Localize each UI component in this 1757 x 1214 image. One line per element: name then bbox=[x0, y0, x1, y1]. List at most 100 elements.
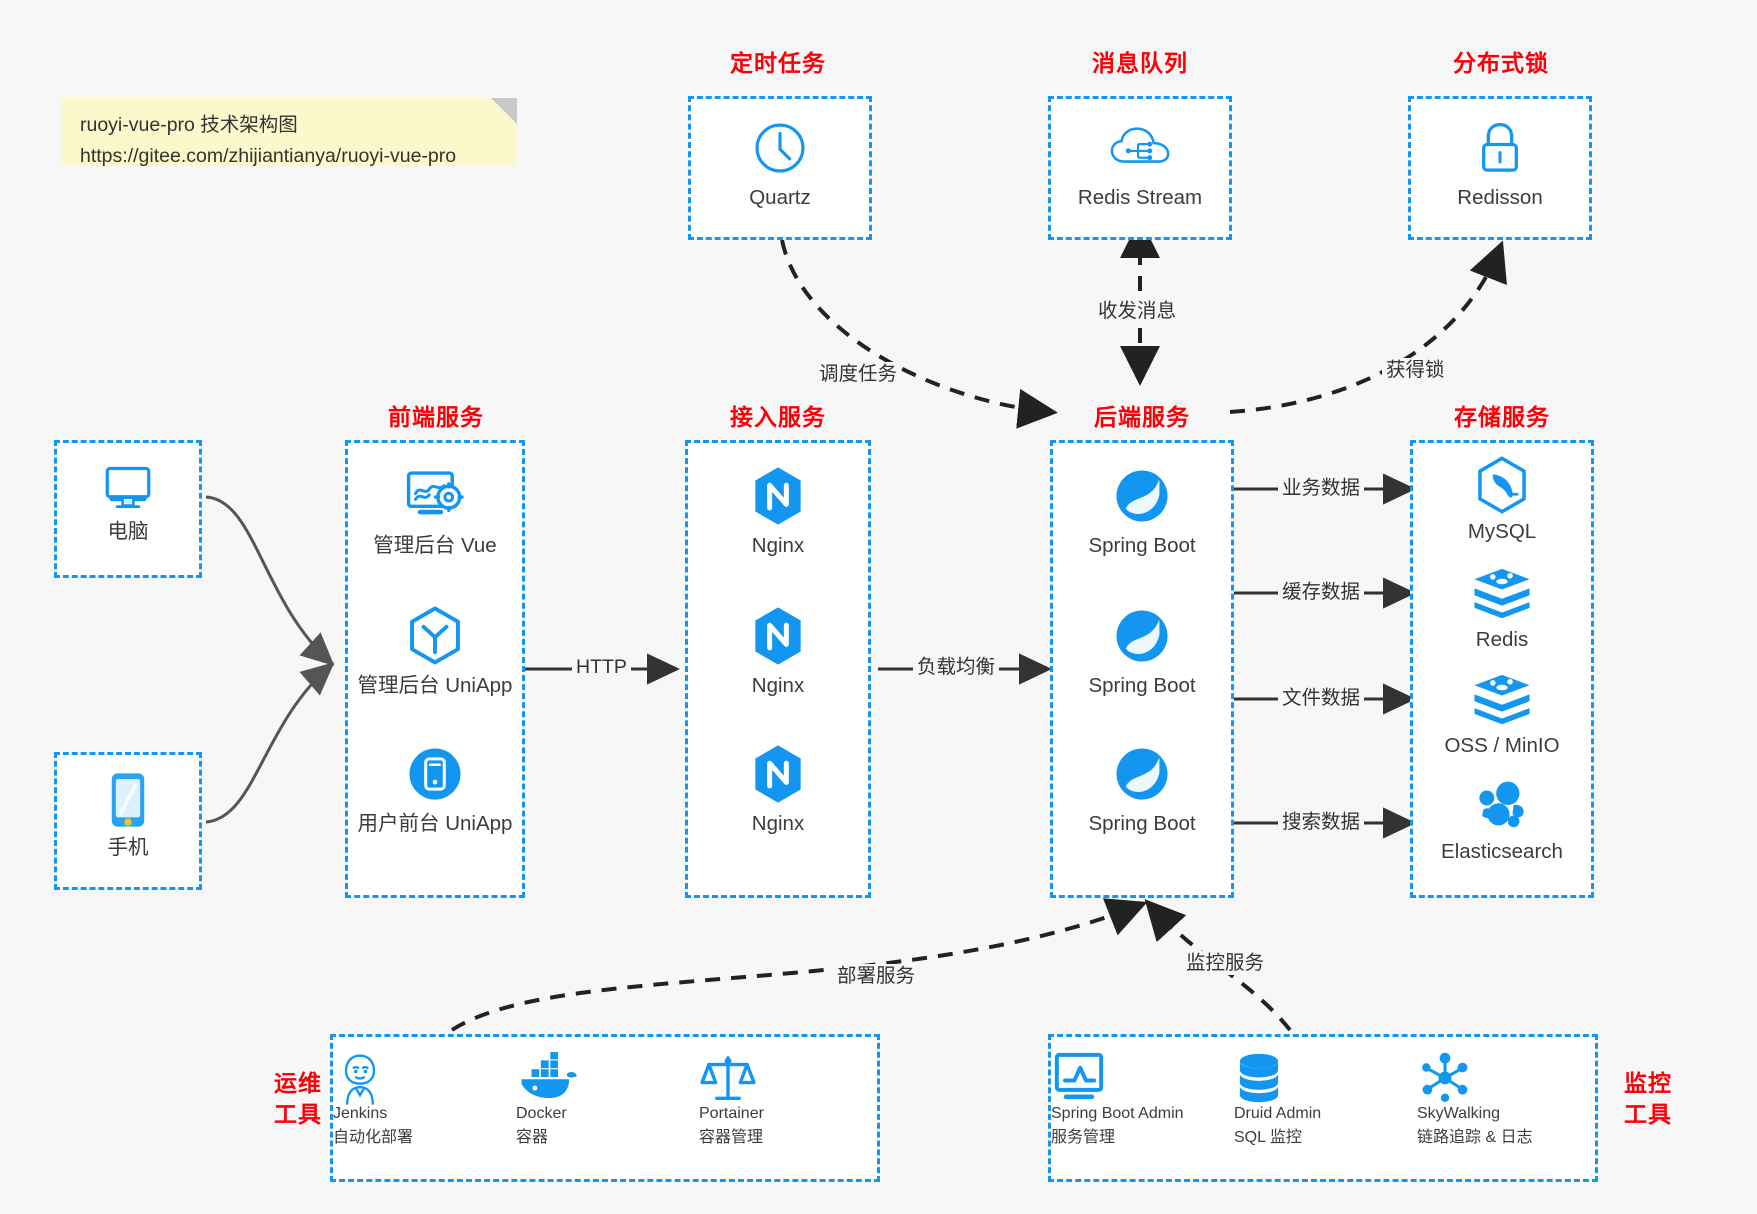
note-title: ruoyi-vue-pro 技术架构图 bbox=[80, 114, 298, 136]
nginx-icon bbox=[688, 465, 868, 527]
node-label: Jenkins bbox=[333, 1105, 388, 1122]
group-title-devops: 运维 工具 bbox=[258, 1068, 338, 1130]
devops-title-line2: 工具 bbox=[274, 1101, 322, 1127]
uniapp-hexagon-icon bbox=[348, 605, 522, 667]
node-label: Spring Boot bbox=[1088, 674, 1196, 697]
node-jenkins[interactable]: Jenkins 自动化部署 bbox=[333, 1051, 516, 1147]
monitor-tools-box[interactable]: Spring Boot Admin 服务管理 Druid Admin SQL 监… bbox=[1048, 1034, 1598, 1182]
node-label: 用户前台 UniApp bbox=[357, 812, 513, 835]
mysql-dolphin-icon bbox=[1413, 456, 1591, 514]
node-label: 管理后台 Vue bbox=[373, 534, 497, 557]
node-label: Docker bbox=[516, 1105, 567, 1122]
client-computer-box[interactable]: 电脑 bbox=[54, 440, 202, 578]
node-label: Druid Admin bbox=[1234, 1105, 1322, 1122]
edge-label-cache-data: 缓存数据 bbox=[1278, 580, 1365, 604]
node-user-uniapp[interactable]: 用户前台 UniApp bbox=[348, 743, 522, 837]
node-label: Spring Boot bbox=[1088, 812, 1196, 835]
monitor-title-line2: 工具 bbox=[1624, 1101, 1672, 1127]
edge-label-schedule-task: 调度任务 bbox=[815, 362, 902, 386]
gateway-service-box[interactable]: Nginx Nginx Nginx bbox=[685, 440, 871, 898]
node-mysql[interactable]: MySQL bbox=[1413, 456, 1591, 545]
edge-label-send-receive-message: 收发消息 bbox=[1094, 299, 1181, 323]
node-label: 电脑 bbox=[107, 520, 149, 543]
redis-stack-icon bbox=[1413, 565, 1591, 621]
node-admin-vue[interactable]: 管理后台 Vue bbox=[348, 465, 522, 559]
jenkins-butler-icon bbox=[333, 1051, 516, 1105]
node-spring-boot-admin[interactable]: Spring Boot Admin 服务管理 bbox=[1051, 1051, 1234, 1147]
node-sublabel: 容器管理 bbox=[699, 1129, 764, 1146]
client-phone-box[interactable]: 手机 bbox=[54, 752, 202, 890]
skywalking-node-icon bbox=[1417, 1051, 1600, 1105]
group-title-distributed-lock: 分布式锁 bbox=[1453, 50, 1549, 76]
node-label: 手机 bbox=[107, 836, 149, 859]
node-spring-boot-3[interactable]: Spring Boot bbox=[1053, 743, 1231, 837]
node-label: Portainer bbox=[699, 1105, 764, 1122]
node-sublabel: 服务管理 bbox=[1051, 1129, 1116, 1146]
monitor-chart-icon bbox=[1051, 1051, 1234, 1105]
edge-label-http: HTTP bbox=[572, 655, 631, 679]
group-title-monitor: 监控 工具 bbox=[1608, 1068, 1688, 1130]
node-portainer[interactable]: Portainer 容器管理 bbox=[699, 1051, 882, 1147]
node-label: Nginx bbox=[751, 812, 805, 835]
sticky-note: ruoyi-vue-pro 技术架构图 https://gitee.com/zh… bbox=[62, 98, 517, 167]
node-label: Quartz bbox=[749, 186, 811, 209]
storage-service-box[interactable]: MySQL Redis bbox=[1410, 440, 1594, 898]
clock-icon bbox=[691, 117, 869, 179]
node-label: Nginx bbox=[751, 674, 805, 697]
database-icon bbox=[1234, 1051, 1417, 1105]
node-docker[interactable]: Docker 容器 bbox=[516, 1051, 699, 1147]
devops-tools-box[interactable]: Jenkins 自动化部署 Docker 容器 bbox=[330, 1034, 880, 1182]
node-label: Spring Boot bbox=[1088, 534, 1196, 557]
monitor-icon bbox=[57, 461, 199, 513]
node-nginx-3[interactable]: Nginx bbox=[688, 743, 868, 837]
node-label: Nginx bbox=[751, 534, 805, 557]
group-title-frontend: 前端服务 bbox=[388, 404, 484, 430]
node-label: Redis bbox=[1475, 628, 1529, 651]
node-label: Spring Boot Admin bbox=[1051, 1105, 1184, 1122]
node-label: Redisson bbox=[1457, 186, 1543, 209]
node-elasticsearch[interactable]: Elasticsearch bbox=[1413, 777, 1591, 865]
node-computer[interactable]: 电脑 bbox=[57, 461, 199, 545]
node-redisson[interactable]: Redisson bbox=[1411, 117, 1589, 211]
node-spring-boot-1[interactable]: Spring Boot bbox=[1053, 465, 1231, 559]
node-oss-minio[interactable]: OSS / MinIO bbox=[1413, 671, 1591, 759]
note-fold-corner bbox=[491, 98, 517, 124]
node-redis[interactable]: Redis bbox=[1413, 565, 1591, 653]
node-admin-uniapp[interactable]: 管理后台 UniApp bbox=[348, 605, 522, 699]
group-title-scheduled-task: 定时任务 bbox=[730, 50, 826, 76]
node-label: OSS / MinIO bbox=[1444, 734, 1560, 757]
node-phone[interactable]: 手机 bbox=[57, 771, 199, 861]
backend-service-box[interactable]: Spring Boot Spring Boot Spring Boot bbox=[1050, 440, 1234, 898]
node-sublabel: 链路追踪 & 日志 bbox=[1417, 1129, 1533, 1146]
node-redis-stream[interactable]: Redis Stream bbox=[1051, 117, 1229, 211]
cloud-stream-icon bbox=[1051, 117, 1229, 179]
group-title-storage: 存储服务 bbox=[1454, 404, 1550, 430]
node-sublabel: SQL 监控 bbox=[1234, 1129, 1302, 1146]
node-quartz[interactable]: Quartz bbox=[691, 117, 869, 211]
node-sublabel: 容器 bbox=[516, 1129, 549, 1146]
scheduled-task-box[interactable]: Quartz bbox=[688, 96, 872, 240]
edge-label-business-data: 业务数据 bbox=[1278, 476, 1365, 500]
edge-label-monitor-service: 监控服务 bbox=[1182, 951, 1269, 975]
node-label: Redis Stream bbox=[1077, 186, 1203, 209]
node-nginx-1[interactable]: Nginx bbox=[688, 465, 868, 559]
distributed-lock-box[interactable]: Redisson bbox=[1408, 96, 1592, 240]
node-skywalking[interactable]: SkyWalking 链路追踪 & 日志 bbox=[1417, 1051, 1600, 1147]
node-spring-boot-2[interactable]: Spring Boot bbox=[1053, 605, 1231, 699]
frontend-service-box[interactable]: 管理后台 Vue 管理后台 UniApp 用户前台 bbox=[345, 440, 525, 898]
dashboard-gear-icon bbox=[348, 465, 522, 527]
spring-leaf-icon bbox=[1053, 743, 1231, 805]
group-title-message-queue: 消息队列 bbox=[1092, 50, 1188, 76]
message-queue-box[interactable]: Redis Stream bbox=[1048, 96, 1232, 240]
spring-leaf-icon bbox=[1053, 465, 1231, 527]
edge-label-load-balance: 负载均衡 bbox=[913, 655, 1000, 679]
edge-label-file-data: 文件数据 bbox=[1278, 686, 1365, 710]
spring-leaf-icon bbox=[1053, 605, 1231, 667]
node-druid-admin[interactable]: Druid Admin SQL 监控 bbox=[1234, 1051, 1417, 1147]
nginx-icon bbox=[688, 605, 868, 667]
docker-whale-icon bbox=[516, 1051, 699, 1105]
monitor-title-line1: 监控 bbox=[1624, 1070, 1672, 1096]
node-nginx-2[interactable]: Nginx bbox=[688, 605, 868, 699]
mobile-circle-icon bbox=[348, 743, 522, 805]
